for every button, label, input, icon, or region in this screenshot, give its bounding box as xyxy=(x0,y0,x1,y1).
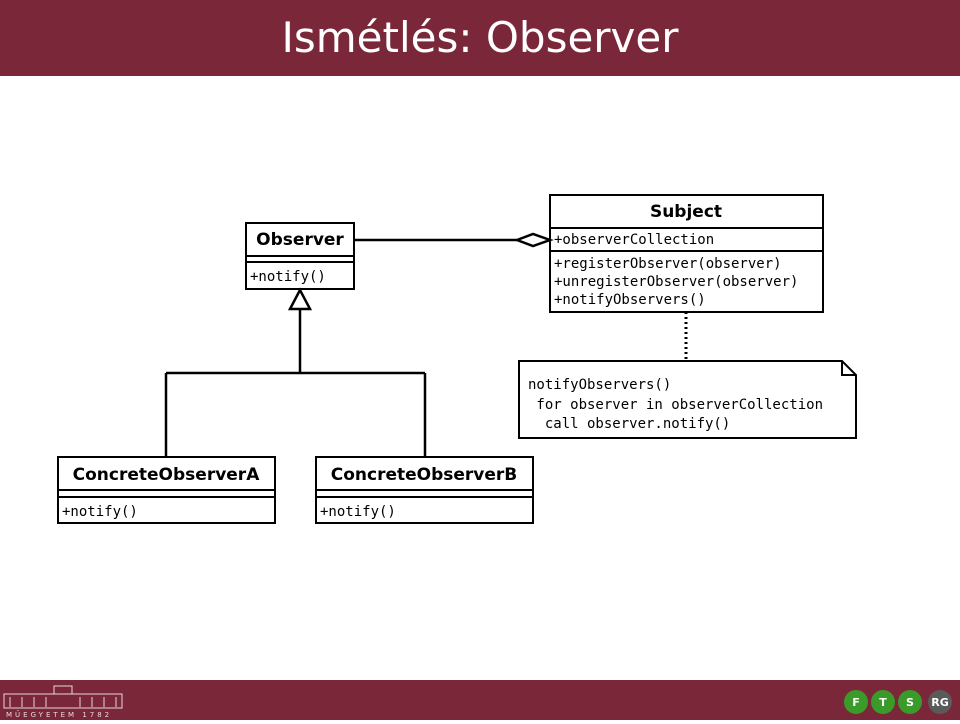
aggregation-association xyxy=(354,232,554,248)
note-box: notifyObservers() for observer in observ… xyxy=(518,360,857,439)
subject-method: +unregisterObserver(observer) xyxy=(554,274,798,290)
concrete-observer-a-class: ConcreteObserverA +notify() xyxy=(57,456,276,524)
observer-class: Observer +notify() xyxy=(245,222,355,290)
concrete-observer-b-method: +notify() xyxy=(320,504,396,520)
concrete-observer-b-name: ConcreteObserverB xyxy=(331,465,518,485)
slide-title: Ismétlés: Observer xyxy=(281,13,679,62)
title-bar: Ismétlés: Observer xyxy=(0,0,960,76)
university-logo: MŰEGYETEM 1782 xyxy=(3,685,123,719)
logo-caption: MŰEGYETEM 1782 xyxy=(6,710,112,719)
concrete-observer-a-name: ConcreteObserverA xyxy=(73,465,261,485)
concrete-observer-a-method: +notify() xyxy=(62,504,138,520)
concrete-observer-b-class: ConcreteObserverB +notify() xyxy=(315,456,534,524)
badge-f: F xyxy=(844,690,868,714)
aggregation-diamond xyxy=(513,232,554,248)
observer-class-name: Observer xyxy=(256,230,344,250)
inheritance-triangle xyxy=(287,287,313,311)
subject-method: +registerObserver(observer) xyxy=(554,256,782,272)
badge-t: T xyxy=(871,690,895,714)
subject-method: +notifyObservers() xyxy=(554,292,706,308)
observer-method: +notify() xyxy=(250,269,326,285)
badge-rg: RG xyxy=(928,690,952,714)
note-line: for observer in observerCollection xyxy=(528,397,823,413)
note-line: notifyObservers() xyxy=(528,377,671,393)
footer-bar: MŰEGYETEM 1782 F T S RG xyxy=(0,680,960,720)
subject-class-name: Subject xyxy=(650,202,722,222)
generalization-arrow xyxy=(164,287,427,457)
badge-rg-label: RG xyxy=(931,696,949,709)
footer-graphics: MŰEGYETEM 1782 F T S RG xyxy=(3,685,952,719)
badge-f-label: F xyxy=(852,696,860,709)
badge-t-label: T xyxy=(879,696,887,709)
note-line: call observer.notify() xyxy=(528,416,730,432)
badge-s-label: S xyxy=(906,696,914,709)
subject-attribute: +observerCollection xyxy=(554,232,714,248)
badge-s: S xyxy=(898,690,922,714)
subject-class: Subject +observerCollection +registerObs… xyxy=(549,194,824,313)
